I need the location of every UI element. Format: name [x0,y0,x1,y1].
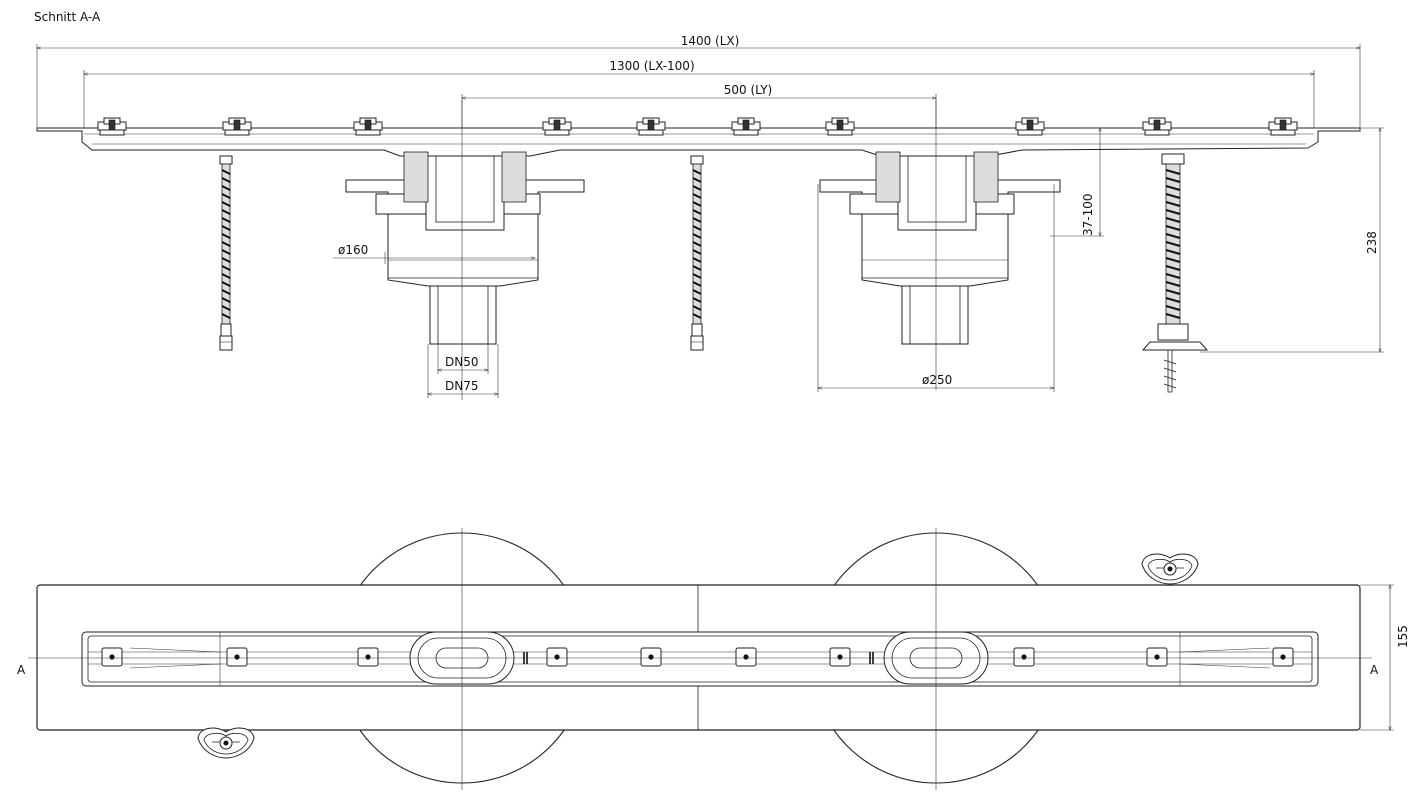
plan-view: A A 155 [17,528,1410,790]
drain-right [819,151,1061,345]
leveling-foot-right [1141,153,1209,393]
plan-foot-bottom-left [197,727,255,759]
drain-left [345,151,585,345]
dimension-238: 238 [1200,128,1384,352]
dim-dn50-label: DN50 [445,355,479,369]
section-view: 1400 (LX) 1300 (LX-100) 500 (LY) [36,34,1384,400]
dimension-155: 155 [1360,585,1410,730]
dim-1300-label: 1300 (LX-100) [609,59,694,73]
section-mark-right: A [1370,663,1379,677]
dimension-37-100: 37-100 [1050,128,1104,236]
dim-500-label: 500 (LY) [724,83,773,97]
dim-dn75-label: DN75 [445,379,479,393]
dim-37-100-label: 37-100 [1081,193,1095,236]
plan-channel [81,631,1319,687]
dim-160-label: ø160 [338,243,368,257]
dim-250-label: ø250 [922,373,952,387]
dimension-1300: 1300 (LX-100) [84,59,1314,130]
dim-238-label: 238 [1365,231,1379,254]
dim-1400-label: 1400 (LX) [681,34,740,48]
dim-155-label: 155 [1396,625,1410,648]
dimension-dn: DN50 DN75 [428,344,498,398]
dimension-1400: 1400 (LX) [37,34,1360,128]
section-title: Schnitt A-A [34,10,101,24]
section-mark-left: A [17,663,26,677]
dimension-160: ø160 [333,243,535,264]
dimension-250: ø250 [818,184,1054,392]
plan-foot-top-right [1141,553,1199,585]
